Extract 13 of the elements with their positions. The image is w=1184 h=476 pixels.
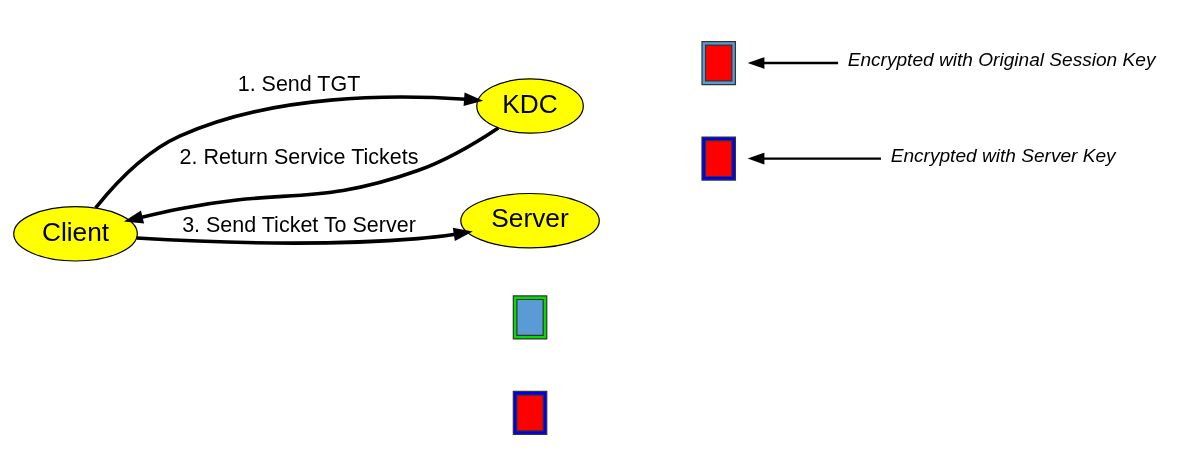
node-ellipse: Client (13, 206, 138, 262)
node-ellipse: KDC (476, 78, 584, 134)
node-text: Encrypted with Server Key (890, 144, 1116, 166)
edge-label: 3. Send Ticket To Server (182, 212, 416, 237)
arrow (94, 92, 484, 210)
node-ellipse: Server (460, 192, 600, 249)
arrow (123, 126, 500, 224)
arrow (747, 57, 839, 69)
edge-label: 2. Return Service Tickets (179, 144, 419, 169)
arrow (747, 152, 881, 165)
arrow (136, 227, 473, 245)
node-text: Encrypted with Original Session Key (847, 49, 1156, 71)
edge-label: 1. Send TGT (237, 71, 361, 96)
